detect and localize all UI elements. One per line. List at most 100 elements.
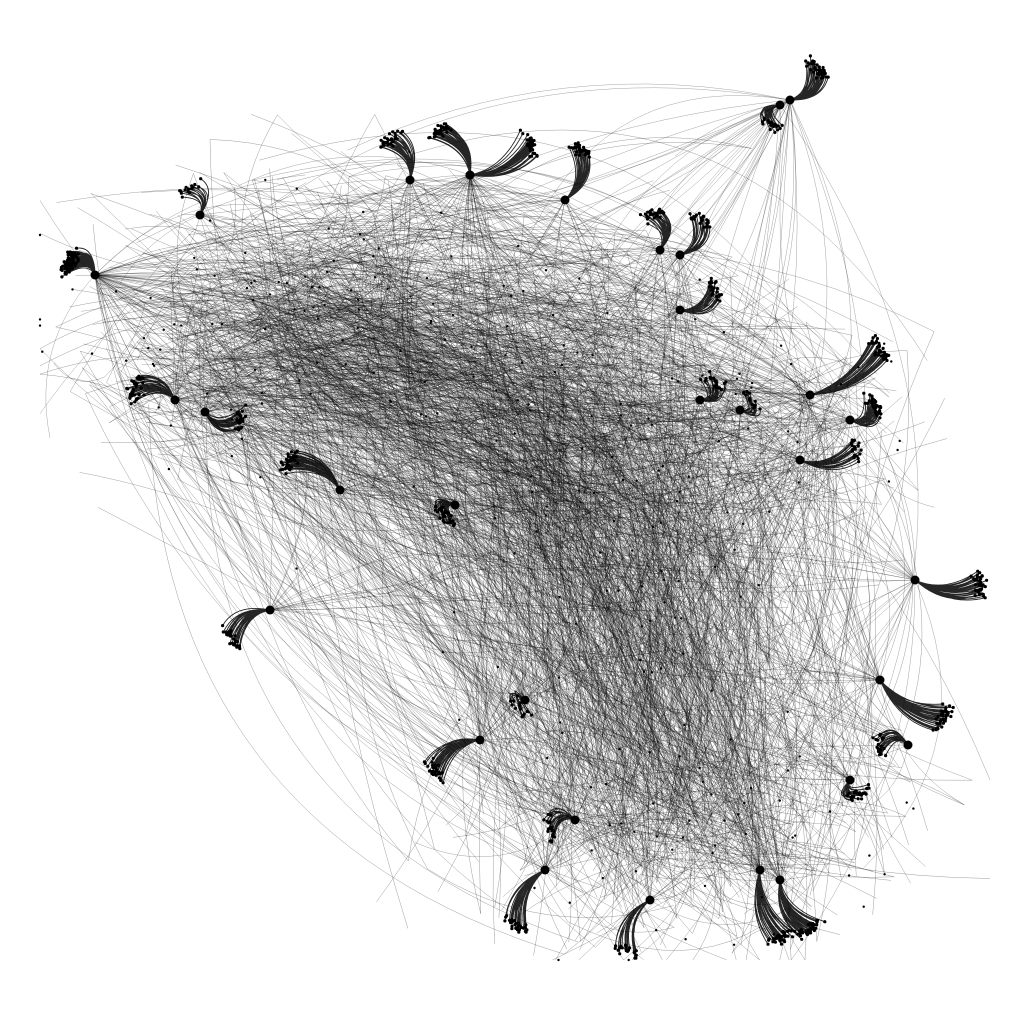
graph-node — [561, 731, 564, 735]
graph-node — [605, 589, 609, 592]
leaf-fan — [204, 404, 247, 433]
leaf-node — [573, 142, 578, 146]
leaf-node — [126, 387, 130, 391]
leaf-node — [580, 148, 584, 152]
leaf-node — [67, 257, 71, 261]
graph-node — [323, 303, 326, 307]
leaf-node — [244, 403, 248, 407]
leaf-node — [428, 135, 432, 140]
leaf-node — [809, 921, 813, 925]
graph-node — [325, 270, 329, 273]
leaf-node — [422, 760, 426, 764]
graph-node — [149, 296, 152, 300]
graph-node — [663, 601, 666, 604]
leaf-node — [284, 472, 288, 476]
leaf-fan — [60, 247, 96, 278]
leaf-node — [646, 210, 650, 214]
graph-node — [206, 392, 209, 395]
hub-node — [845, 415, 855, 425]
leaf-node — [821, 76, 825, 80]
leaf-node — [293, 451, 297, 455]
leaf-node — [760, 120, 765, 124]
leaf-node — [141, 381, 145, 385]
leaf-node — [61, 264, 65, 268]
graph-node — [315, 361, 319, 364]
leaf-node — [66, 253, 70, 257]
graph-node — [662, 578, 666, 581]
leaf-node — [618, 952, 622, 956]
leaf-fan — [849, 393, 882, 428]
graph-node — [677, 579, 680, 583]
leaf-node — [983, 596, 987, 600]
leaf-node — [436, 763, 440, 768]
leaf-node — [285, 458, 289, 462]
leaf-fan — [543, 808, 576, 843]
graph-node — [546, 756, 549, 760]
leaf-node — [985, 578, 989, 582]
graph-node — [743, 801, 746, 805]
leaf-node — [714, 280, 718, 284]
hub-node — [200, 407, 210, 417]
graph-node — [688, 819, 691, 822]
leaf-node — [815, 919, 819, 923]
leaf-node — [574, 146, 578, 150]
leaf-fan — [879, 679, 954, 731]
hub-node — [645, 895, 655, 905]
graph-node — [620, 822, 623, 825]
leaf-node — [574, 153, 578, 157]
leaf-node — [550, 829, 554, 833]
graph-node — [193, 256, 196, 260]
leaf-node — [938, 719, 943, 723]
graph-node — [670, 377, 674, 380]
leaf-node — [386, 142, 390, 146]
leaf-node — [510, 924, 514, 928]
leaf-node — [711, 289, 715, 293]
graph-node — [657, 469, 660, 472]
leaf-node — [697, 211, 701, 215]
leaf-node — [638, 213, 643, 217]
graph-node — [635, 479, 638, 482]
leaf-node — [879, 752, 883, 756]
graph-node — [432, 302, 435, 305]
leaf-node — [529, 154, 534, 158]
leaf-node — [800, 930, 804, 935]
leaf-node — [515, 694, 520, 698]
graph-node — [151, 362, 155, 366]
leaf-node — [780, 123, 784, 127]
graph-node — [312, 306, 315, 309]
leaf-node — [445, 130, 449, 134]
graph-node — [659, 667, 663, 670]
leaf-node — [931, 728, 935, 732]
graph-node — [687, 475, 690, 478]
leaf-node — [614, 944, 618, 948]
leaf-node — [294, 455, 298, 459]
graph-node — [713, 844, 717, 847]
leaf-node — [941, 702, 945, 706]
leaf-node — [387, 132, 392, 136]
leaf-fan — [809, 335, 890, 396]
graph-node — [493, 517, 497, 520]
graph-node — [857, 365, 860, 369]
leaf-node — [525, 138, 529, 142]
leaf-node — [879, 412, 883, 416]
leaf-node — [634, 953, 638, 957]
leaf-node — [770, 122, 774, 127]
graph-node — [798, 755, 801, 758]
leaf-node — [379, 145, 383, 149]
leaf-node — [391, 140, 395, 144]
leaf-node — [449, 514, 453, 518]
leaf-node — [857, 441, 861, 445]
graph-node — [293, 308, 296, 311]
leaf-node — [657, 209, 661, 213]
leaf-node — [779, 942, 784, 946]
graph-node — [744, 832, 747, 836]
leaf-node — [578, 146, 582, 150]
graph-node — [439, 211, 443, 214]
leaf-node — [449, 128, 453, 132]
graph-node — [713, 565, 717, 568]
leaf-node — [876, 748, 881, 752]
leaf-node — [286, 455, 291, 459]
leaf-node — [183, 188, 187, 192]
hub-node — [845, 775, 855, 785]
leaf-node — [549, 813, 553, 817]
